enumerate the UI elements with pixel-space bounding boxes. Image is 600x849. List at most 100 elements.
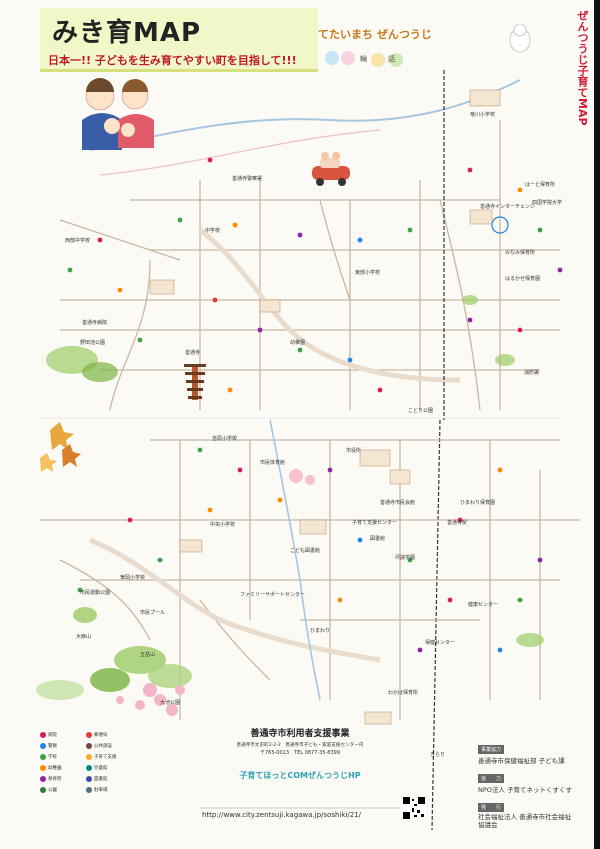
place-label: 四国学院大学 <box>532 200 563 206</box>
highway-upper <box>198 228 461 383</box>
legend-symbol-icon <box>86 732 92 738</box>
sponsor-info: 善通寺市利用者支援事業 善通寺市文京町2-2-2 善通寺市子ども・家庭支援センタ… <box>210 726 390 781</box>
legend-symbol-icon <box>86 787 92 793</box>
place-label: ファミリーサポートセンター <box>240 592 305 598</box>
partner-head-3: 発 行 <box>478 803 505 812</box>
legend-symbol-icon <box>40 743 46 749</box>
place-label: 筆岡小学校 <box>120 575 146 581</box>
title-box: みき育MAP 日本一!! 子どもを生み育てやすい町を目指して!!! <box>40 8 318 72</box>
legend-symbol-icon <box>40 754 46 760</box>
legend-item: 駐車場 <box>86 787 108 793</box>
place-label: 大池公園 <box>160 700 181 706</box>
place-label: 善通寺 <box>185 350 201 356</box>
legend-label: 児童館 <box>94 766 108 771</box>
legend-symbol-icon <box>86 765 92 771</box>
place-label: みなみ保育所 <box>505 250 536 256</box>
place-label: わかば保育所 <box>388 690 419 696</box>
legend-label: 駐車場 <box>94 788 108 793</box>
place-label: 市民プール <box>140 610 166 616</box>
place-label: 市民体育館 <box>260 460 286 466</box>
place-label: 尽誠学園 <box>395 555 416 561</box>
pagoda-icon <box>184 364 206 400</box>
qr-code[interactable] <box>402 796 426 820</box>
legend-label: 公園 <box>48 788 57 793</box>
place-label: 健康センター <box>468 602 499 608</box>
header-bubbles <box>325 51 403 67</box>
place-label: 中学校 <box>205 228 221 234</box>
place-label: 中央小学校 <box>210 522 236 528</box>
place-label: はるかぜ保育園 <box>505 276 541 282</box>
place-label: はーと保育所 <box>525 182 556 188</box>
legend-item: 警察 <box>40 743 57 749</box>
place-label: ひまわり <box>310 628 331 634</box>
vertical-title: ぜんつうじ子育てMAP <box>576 10 589 126</box>
car-illustration <box>312 152 350 186</box>
map-legend: 病院警察学校幼稚園保育所公園 郵便局公共施設子育て支援児童館図書館駐車場 <box>40 732 210 806</box>
place-label: きらり <box>430 752 446 758</box>
interchange-icon <box>491 216 509 234</box>
river-upper <box>89 79 521 151</box>
facility-markers <box>67 157 563 653</box>
place-label: 大麻山 <box>76 634 92 640</box>
railway-lower <box>431 419 441 831</box>
legend-label: 幼稚園 <box>48 766 62 771</box>
sponsor-address: 善通寺市文京町2-2-2 善通寺市子ども・家庭支援センター内 <box>236 743 364 748</box>
partner-org-2: NPO法人 子育てネットくすくす <box>478 786 572 794</box>
homepage-url[interactable]: http://www.city.zentsuji.kagawa.jp/soshi… <box>202 811 361 819</box>
page-slogan: 日本一!! 子どもを生み育てやすい町を目指して!!! <box>48 54 297 67</box>
sponsor-org: 善通寺市利用者支援事業 <box>250 729 350 739</box>
family-illustration <box>82 78 154 150</box>
legend-item: 公園 <box>40 787 57 793</box>
place-label: こども図書館 <box>290 548 321 554</box>
legend-label: 公共施設 <box>94 744 112 749</box>
partner-head-2: 協 力 <box>478 774 505 783</box>
pig-mascot <box>289 469 315 485</box>
place-label: 吉原小学校 <box>212 436 238 442</box>
partners-box: 事業協力 善通寺市保健福祉部 子ども課 協 力 NPO法人 子育てネットくすくす… <box>478 736 574 829</box>
legend-item: 病院 <box>40 732 57 738</box>
place-label: 消防署 <box>524 370 540 376</box>
hp-title: 子育てほっとCOMぜんつうじHP <box>239 771 361 780</box>
legend-label: 図書館 <box>94 777 108 782</box>
legend-label: 学校 <box>48 755 57 760</box>
legend-item: 公共施設 <box>86 743 112 749</box>
legend-label: 病院 <box>48 733 57 738</box>
highway-lower <box>89 537 381 663</box>
place-label: ひまわり保育園 <box>460 500 496 506</box>
legend-item: 郵便局 <box>86 732 108 738</box>
banner-char-2: 話 <box>388 55 395 63</box>
legend-item: 図書館 <box>86 776 108 782</box>
legend-symbol-icon <box>86 754 92 760</box>
legend-symbol-icon <box>40 787 46 793</box>
place-label: 善通寺警察署 <box>232 176 263 182</box>
place-label: 五岳山 <box>140 652 156 658</box>
legend-symbol-icon <box>40 765 46 771</box>
mascot-illustration <box>509 23 531 53</box>
place-label: 善通寺駅 <box>447 520 468 526</box>
cherry-blossoms <box>116 683 185 716</box>
place-label: 竜川小学校 <box>470 112 496 118</box>
legend-item: 学校 <box>40 754 57 760</box>
sponsor-tel: 〒765-0013 TEL 0877-35-8399 <box>259 750 341 756</box>
place-label: 善通寺病院 <box>82 320 108 326</box>
legend-label: 保育所 <box>48 777 62 782</box>
place-label: 野田池公園 <box>80 340 106 346</box>
prefectural-road <box>99 129 381 176</box>
legend-item: 児童館 <box>86 765 108 771</box>
page-title: みき育MAP <box>52 18 202 48</box>
legend-item: 子育て支援 <box>86 754 117 760</box>
partner-head-1: 事業協力 <box>478 745 505 754</box>
place-label: 市役所 <box>346 448 362 454</box>
river-lower <box>269 419 321 701</box>
legend-symbol-icon <box>86 776 92 782</box>
roads-upper <box>59 120 560 411</box>
buildings <box>149 89 501 725</box>
hills <box>36 295 544 700</box>
place-label: 子育て支援センター <box>352 520 398 526</box>
place-label: ことり公園 <box>408 408 434 414</box>
legend-label: 郵便局 <box>94 733 108 738</box>
legend-symbol-icon <box>40 776 46 782</box>
place-label: 西部中学校 <box>65 238 91 244</box>
partner-org-1: 善通寺市保健福祉部 子ども課 <box>478 757 565 765</box>
